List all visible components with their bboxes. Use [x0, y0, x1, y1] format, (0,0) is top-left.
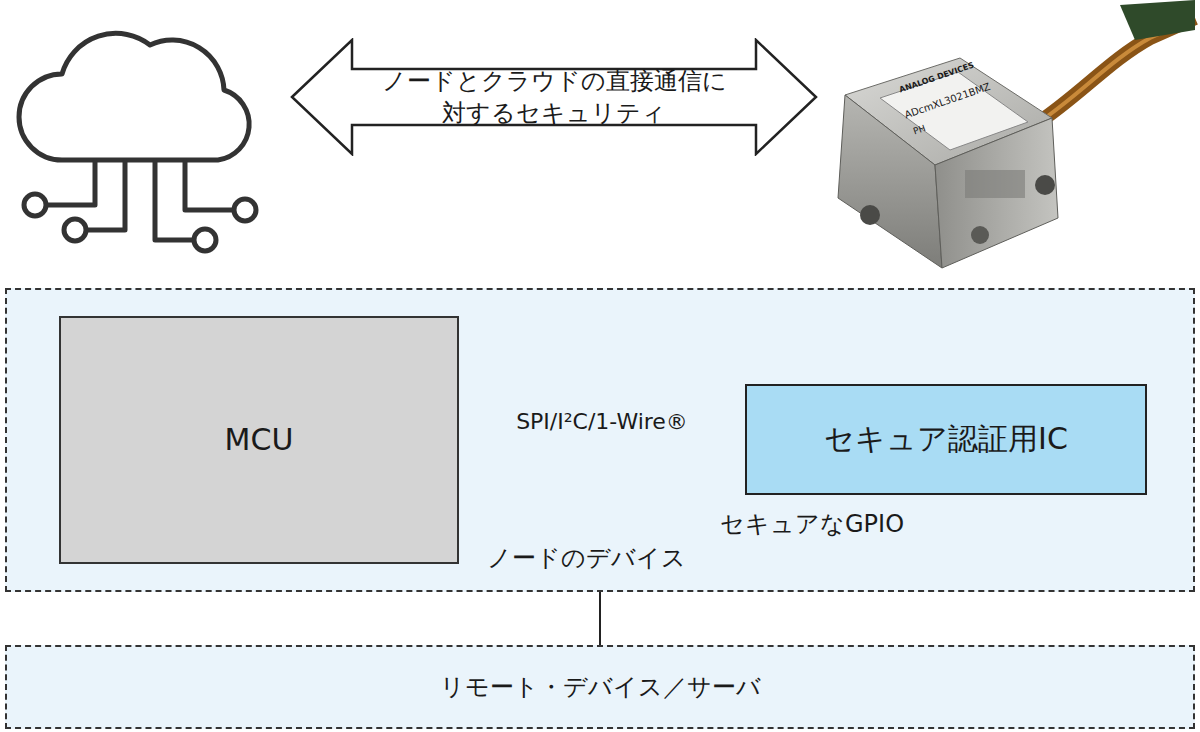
- arrow-outline: [290, 38, 818, 156]
- bus-label: SPI/I²C/1-Wire®: [516, 409, 688, 434]
- remote-device-band: リモート・デバイス／サーバ: [5, 645, 1195, 729]
- node-text: セキュア認証用IC: [824, 419, 1068, 460]
- mcu-box: MCU: [59, 316, 459, 564]
- cloud-icon: [19, 33, 256, 251]
- node-text: リモート・デバイス／サーバ: [440, 671, 761, 703]
- node-text: ノードとクラウドの直接通信に 対するセキュリティ: [379, 65, 729, 130]
- secure-auth-ic-box: セキュア認証用IC: [745, 384, 1147, 495]
- text-holder: ノードのデバイス: [487, 542, 686, 574]
- text-holder: リモート・デバイス／サーバ: [7, 647, 1193, 727]
- text-holder: MCU: [61, 318, 457, 562]
- double-arrow-box: ノードとクラウドの直接通信に 対するセキュリティ: [290, 38, 818, 156]
- signal-label: セキュアなGPIO: [720, 508, 904, 540]
- node-device-region: ノードのデバイス MCU セキュア認証用IC: [5, 288, 1195, 592]
- text-holder: セキュア認証用IC: [747, 386, 1145, 493]
- text-holder: ノードとクラウドの直接通信に 対するセキュリティ: [290, 38, 818, 156]
- node-text: MCU: [225, 420, 294, 461]
- connector-line: [600, 592, 601, 645]
- node-text: ノードのデバイス: [487, 542, 686, 574]
- sensor-photo: [838, 0, 1195, 268]
- arrow-polygon: [292, 40, 816, 154]
